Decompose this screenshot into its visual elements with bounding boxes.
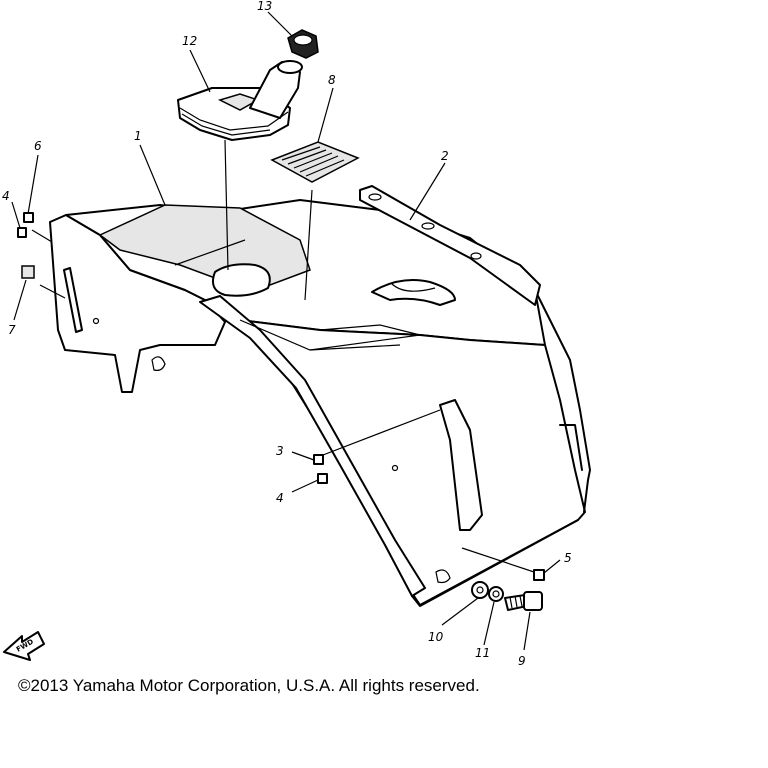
callout-6: 6 [34, 139, 42, 153]
callout-5: 5 [564, 551, 572, 565]
callout-4b: 4 [2, 189, 10, 203]
callout-10: 10 [428, 630, 444, 644]
callout-1: 1 [134, 129, 142, 143]
callout-4a: 4 [276, 491, 284, 505]
callout-11: 11 [475, 646, 490, 660]
copyright-text: ©2013 Yamaha Motor Corporation, U.S.A. A… [18, 676, 480, 695]
callout-13: 13 [257, 0, 272, 13]
callout-9: 9 [518, 654, 526, 668]
shroud-body [49, 199, 591, 607]
clips [17, 212, 545, 581]
callout-8: 8 [328, 73, 336, 87]
decal [270, 141, 360, 183]
fasteners [471, 581, 543, 611]
callout-7: 7 [8, 323, 16, 337]
filler-cap [287, 29, 319, 59]
callout-12: 12 [182, 34, 197, 48]
leader-lines [11, 11, 561, 651]
callout-labels: 1 2 3 4 4 5 6 7 8 9 10 11 12 13 [2, 0, 572, 668]
fwd-arrow-icon: FWD [3, 631, 45, 661]
callout-2: 2 [441, 149, 449, 163]
callout-3: 3 [276, 444, 284, 458]
filler-neck [177, 60, 303, 141]
trim-strip [359, 185, 541, 306]
